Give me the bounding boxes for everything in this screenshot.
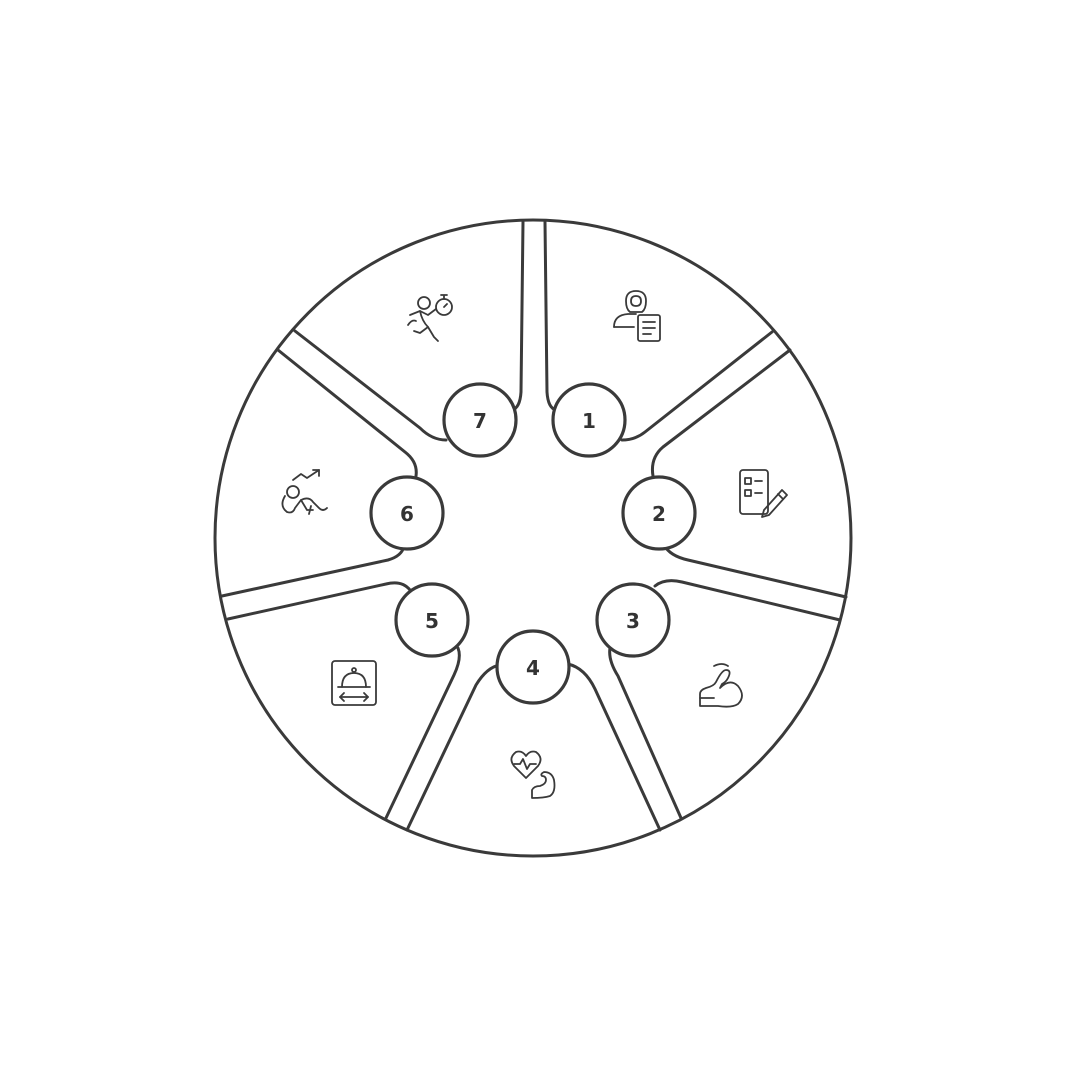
node-7-label: 7 — [473, 409, 487, 433]
node-2: 2 — [621, 475, 697, 551]
runner-stopwatch-icon — [407, 294, 453, 342]
node-4-label: 4 — [526, 656, 540, 680]
segment-separators — [220, 220, 848, 832]
node-6: 6 — [369, 475, 445, 551]
food-scale-icon — [331, 660, 377, 706]
node-2-label: 2 — [652, 502, 666, 526]
node-6-label: 6 — [400, 502, 414, 526]
heart-arm-icon — [510, 750, 556, 799]
checklist-pencil-icon — [739, 469, 788, 518]
node-5: 5 — [394, 582, 470, 658]
flexed-arm-icon — [699, 663, 743, 708]
outer-ring — [213, 218, 853, 858]
progress-exercise-icon — [281, 469, 328, 515]
node-1-label: 1 — [582, 409, 596, 433]
node-4: 4 — [495, 629, 571, 705]
node-1: 1 — [551, 382, 627, 458]
node-7: 7 — [442, 382, 518, 458]
person-document-icon — [613, 290, 661, 342]
node-3: 3 — [595, 582, 671, 658]
node-3-label: 3 — [626, 609, 640, 633]
node-5-label: 5 — [425, 609, 439, 633]
